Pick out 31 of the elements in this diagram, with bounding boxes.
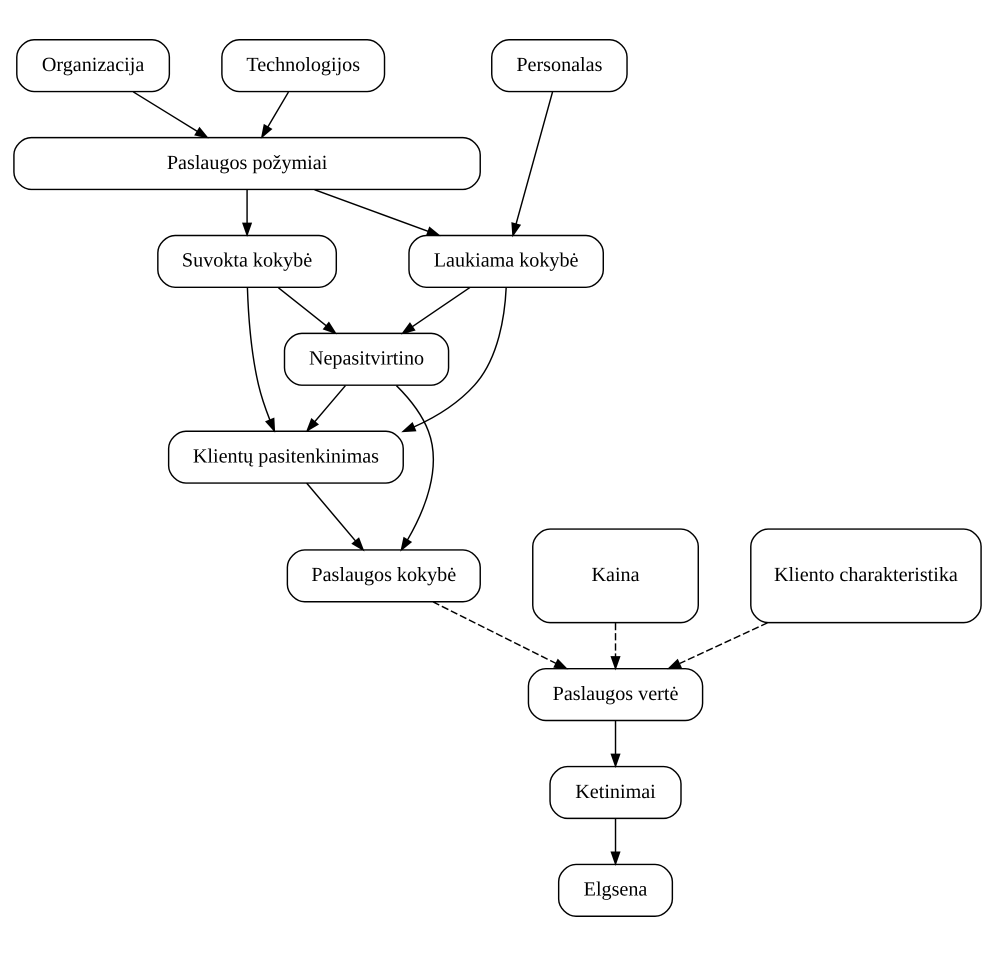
arrow xyxy=(400,286,470,334)
node-box: Laukiama kokybė xyxy=(408,234,604,288)
node-box: Personalas xyxy=(491,38,628,92)
arrow xyxy=(132,90,210,138)
arrow xyxy=(666,622,768,669)
arrow xyxy=(432,600,568,670)
arrow xyxy=(396,384,434,552)
arrow xyxy=(401,287,507,432)
node-box: Suvokta kokybė xyxy=(157,234,338,288)
node-box: Kaina xyxy=(532,528,699,623)
node-box: Ketinimai xyxy=(549,765,682,819)
node-box: Nepasitvirtino xyxy=(284,332,450,386)
arrow xyxy=(610,818,621,866)
node-box: Paslaugos vertė xyxy=(528,667,704,721)
arrow xyxy=(246,287,276,432)
node-box: Elgsena xyxy=(558,863,674,916)
arrow xyxy=(278,286,338,334)
arrow xyxy=(260,91,290,138)
arrow xyxy=(306,384,346,432)
node-box: Klientų pasitenkinimas xyxy=(168,430,404,484)
arrow xyxy=(511,91,554,237)
arrow xyxy=(306,482,364,552)
arrow xyxy=(242,189,252,237)
node-box: Paslaugos požymiai xyxy=(13,136,481,190)
arrow xyxy=(314,188,442,236)
node-box: Paslaugos kokybė xyxy=(286,548,481,602)
arrow xyxy=(610,622,621,670)
node-box: Kliento charakteristika xyxy=(750,528,982,623)
node-box: Organizacija xyxy=(16,38,170,92)
node-box: Technologijos xyxy=(221,38,386,92)
arrow xyxy=(610,720,621,768)
